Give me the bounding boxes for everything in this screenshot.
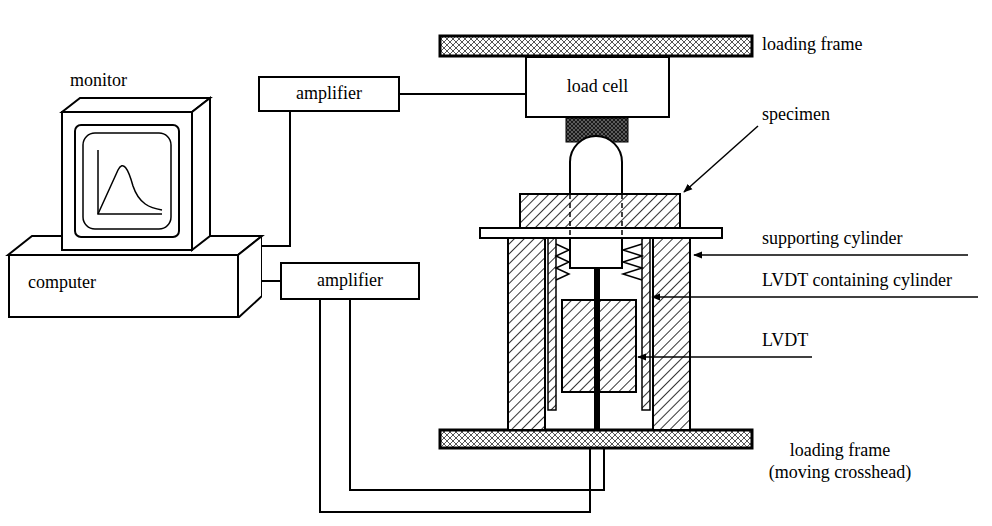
computer-side-face: [238, 236, 262, 318]
signal-wire: [350, 300, 604, 490]
leader-arrow: [694, 254, 968, 256]
part-label: LVDT containing cylinder: [762, 270, 952, 292]
part-label: loading frame (moving crosshead): [760, 440, 920, 483]
hidden-line: [569, 194, 571, 238]
amplifier-box: amplifier: [258, 76, 400, 112]
monitor-screen: [83, 133, 171, 229]
part-label: specimen: [762, 104, 830, 126]
amplifier-box: amplifier: [280, 262, 420, 300]
screen-curve: [98, 166, 162, 214]
signal-wire: [262, 112, 290, 246]
screen-axes: [98, 150, 162, 214]
part-label: LVDT: [762, 330, 808, 352]
leader-arrow: [684, 126, 758, 192]
part-label: loading frame: [762, 34, 862, 56]
signal-wire: [400, 93, 525, 95]
support-plate: [480, 228, 722, 238]
lvdt-core: [594, 268, 600, 430]
computer-front-face: [9, 255, 238, 317]
monitor-top-face: [62, 98, 210, 112]
computer-box: computer: [8, 236, 262, 318]
node-text: load cell: [567, 76, 628, 98]
signal-wire: [320, 300, 590, 512]
specimen-block: [520, 194, 680, 228]
part-label: monitor: [70, 70, 127, 92]
supporting-cylinder-wall: [653, 238, 690, 430]
signal-wire: [262, 280, 280, 282]
load-cell-box: load cell: [525, 56, 670, 118]
hidden-line: [621, 194, 623, 238]
top-loading-frame: [440, 36, 752, 56]
monitor-front: [62, 112, 192, 250]
leader-arrow: [638, 356, 812, 358]
bottom-loading-frame: [440, 430, 752, 448]
supporting-cylinder-wall: [508, 238, 545, 430]
node-text: amplifier: [296, 83, 362, 105]
monitor-bezel: [75, 125, 179, 237]
monitor-side-face: [192, 98, 210, 250]
part-label: supporting cylinder: [762, 228, 902, 250]
spring: [623, 244, 642, 280]
node-text: amplifier: [317, 270, 383, 292]
leader-arrow: [652, 296, 978, 298]
lvdt-cylinder-wall: [642, 238, 650, 410]
spring: [556, 244, 569, 280]
lvdt-cylinder-wall: [548, 238, 556, 410]
node-text: computer: [28, 272, 96, 294]
